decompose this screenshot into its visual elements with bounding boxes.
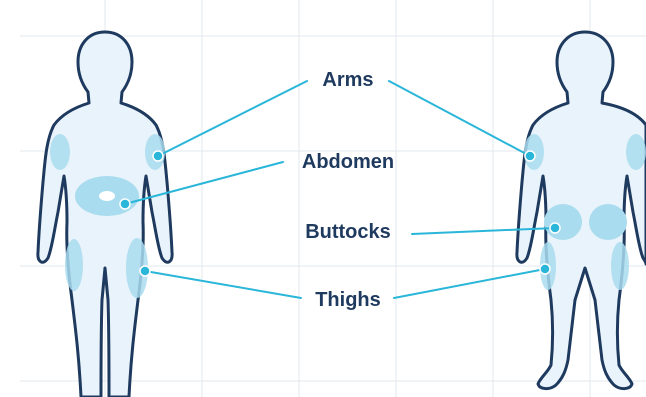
arms-connector-front (158, 81, 307, 156)
back-body-figure (517, 32, 646, 389)
back-body-outline (517, 32, 646, 389)
thighs-back-dot (540, 264, 550, 274)
labels: Arms Abdomen Buttocks Thighs (302, 69, 394, 311)
front-left-arm-site (50, 134, 70, 170)
abdomen-label: Abdomen (302, 151, 394, 173)
thighs-front-dot (140, 266, 150, 276)
arms-back-dot (525, 151, 535, 161)
thighs-label: Thighs (315, 289, 381, 311)
back-right-thigh-site (611, 242, 629, 290)
front-left-thigh-site (65, 239, 83, 291)
back-left-buttock-site (544, 204, 582, 240)
connector-lines (125, 81, 555, 298)
back-right-arm-site (626, 134, 646, 170)
arms-label: Arms (322, 69, 373, 91)
abdomen-dot (120, 199, 130, 209)
arms-front-dot (153, 151, 163, 161)
back-right-buttock-site (589, 204, 627, 240)
thighs-connector-back (394, 269, 545, 298)
thighs-connector-front (145, 271, 301, 298)
arms-connector-back (389, 81, 530, 156)
buttocks-label: Buttocks (305, 221, 391, 243)
buttocks-dot (550, 223, 560, 233)
navel-mark (99, 191, 115, 201)
